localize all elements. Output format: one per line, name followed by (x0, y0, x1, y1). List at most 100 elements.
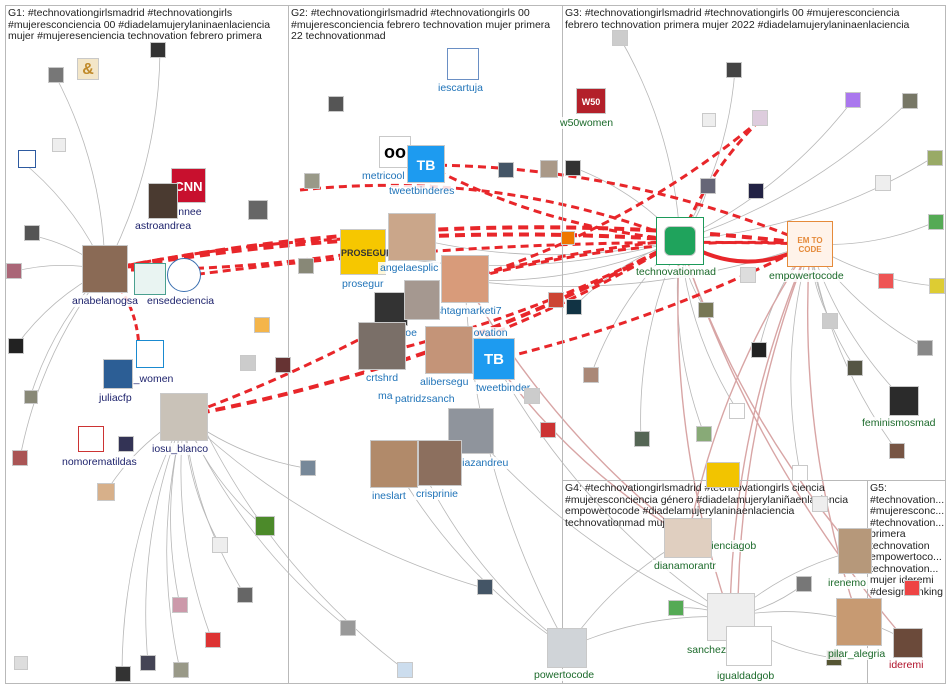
node-small-16[interactable] (237, 587, 253, 603)
node-juliacfp-avatar[interactable] (103, 359, 133, 389)
node-albertoe-photo2[interactable] (404, 280, 440, 320)
node-ensedeciencia-avatar[interactable] (134, 263, 166, 295)
node-small-12[interactable] (248, 200, 268, 220)
node-iescartuja-avatar[interactable] (447, 48, 479, 80)
node-small-19[interactable] (140, 655, 156, 671)
node-small-29[interactable] (298, 258, 314, 274)
node-angelaesplic-avatar[interactable] (388, 213, 436, 261)
node-small-14[interactable] (255, 516, 275, 536)
node-powertocode-avatar[interactable] (547, 628, 587, 668)
node-small-8[interactable] (24, 390, 38, 404)
node-small-44[interactable] (927, 150, 943, 166)
node-anabelanogsa-avatar[interactable] (82, 245, 128, 293)
node-crtshrd-avatar[interactable] (358, 322, 406, 370)
node-small-54[interactable] (698, 302, 714, 318)
node-small-61[interactable] (634, 431, 650, 447)
node-small-31[interactable] (540, 422, 556, 438)
node-small-32[interactable] (524, 388, 540, 404)
node-small-56[interactable] (917, 340, 933, 356)
node-small-48[interactable] (875, 175, 891, 191)
node-small-40[interactable] (845, 92, 861, 108)
node-small-42[interactable] (702, 113, 716, 127)
node-small-52[interactable] (929, 278, 945, 294)
node-un-women-avatar[interactable] (136, 340, 164, 368)
node-small-18[interactable] (205, 632, 221, 648)
node-small-49[interactable] (928, 214, 944, 230)
node-small-15[interactable] (212, 537, 228, 553)
node-small-33[interactable] (477, 579, 493, 595)
node-label-jdiazandreu: jdiazandreu (452, 457, 511, 469)
node-technovationmad-logo (664, 226, 696, 256)
node-iosu-blanco-avatar[interactable] (160, 393, 208, 441)
node-small-36[interactable] (548, 292, 564, 308)
node-w50women-avatar[interactable]: W50 (576, 88, 606, 114)
node-small-51[interactable] (878, 273, 894, 289)
node-small-38[interactable] (612, 30, 628, 46)
node-small-53[interactable] (566, 299, 582, 315)
node-small-35[interactable] (397, 662, 413, 678)
node-ensedeciencia-logo[interactable] (167, 258, 201, 292)
node-small-6[interactable] (6, 263, 22, 279)
node-feminismosmad-avatar[interactable] (889, 386, 919, 416)
node-small-43[interactable] (752, 110, 768, 126)
node-small-64[interactable] (792, 465, 808, 481)
node-small-13[interactable] (254, 317, 270, 333)
node-small-34[interactable] (340, 620, 356, 636)
node-small-39[interactable] (726, 62, 742, 78)
node-small-58[interactable] (583, 367, 599, 383)
node-small-57[interactable] (751, 342, 767, 358)
node-empowertocode-avatar[interactable]: EM TO CODE (787, 221, 833, 267)
node-small-41[interactable] (902, 93, 918, 109)
node-irenemo-avatar[interactable] (838, 528, 872, 574)
node-small-27[interactable] (498, 162, 514, 178)
node-small-10[interactable] (118, 436, 134, 452)
node-small-69[interactable] (812, 496, 828, 512)
node-small-63[interactable] (889, 443, 905, 459)
node-small-11[interactable] (97, 483, 115, 501)
node-small-59[interactable] (847, 360, 863, 376)
node-pilar-alegria-avatar[interactable] (836, 598, 882, 646)
node-small-23[interactable] (275, 357, 291, 373)
node-small-55[interactable] (822, 313, 838, 329)
node-small-9[interactable] (12, 450, 28, 466)
node-nomorematildas-avatar[interactable] (78, 426, 104, 452)
node-small-17[interactable] (172, 597, 188, 613)
node-alibersegu-avatar[interactable] (425, 326, 473, 374)
node-astroandrea-avatar[interactable] (148, 183, 178, 219)
node-small-62[interactable] (696, 426, 712, 442)
node-small-20[interactable] (173, 662, 189, 678)
node-ideremi-avatar[interactable] (893, 628, 923, 658)
node-tweetbinderes-avatar[interactable]: TB (407, 145, 445, 183)
node-hashtagmarketi7-avatar[interactable] (441, 255, 489, 303)
node-small-67[interactable] (796, 576, 812, 592)
node-small-60[interactable] (729, 403, 745, 419)
node-small-1[interactable] (48, 67, 64, 83)
node-small-26[interactable] (304, 173, 320, 189)
node-igualdadgob-avatar[interactable] (726, 626, 772, 666)
node-small-2[interactable] (150, 42, 166, 58)
node-small-28[interactable] (540, 160, 558, 178)
node-small-46[interactable] (700, 178, 716, 194)
node-small-47[interactable] (748, 183, 764, 199)
node-small-37[interactable] (561, 231, 575, 245)
node-small-45[interactable] (565, 160, 581, 176)
node-albertoe-avatar[interactable] (374, 292, 408, 326)
node-small-7[interactable] (8, 338, 24, 354)
node-amp-avatar[interactable]: & (77, 58, 99, 80)
node-small-50[interactable] (740, 267, 756, 283)
node-ineslart-avatar[interactable] (370, 440, 418, 488)
node-small-70[interactable] (904, 580, 920, 596)
node-small-30[interactable] (300, 460, 316, 476)
node-small-5[interactable] (24, 225, 40, 241)
node-tweetbinder-avatar[interactable]: TB (473, 338, 515, 380)
node-small-21[interactable] (115, 666, 131, 682)
node-small-3[interactable] (18, 150, 36, 168)
node-small-25[interactable] (328, 96, 344, 112)
node-small-4[interactable] (52, 138, 66, 152)
node-small-65[interactable] (706, 462, 740, 488)
node-dianamorantr-avatar[interactable] (664, 518, 712, 558)
node-small-66[interactable] (668, 600, 684, 616)
node-small-22[interactable] (14, 656, 28, 670)
node-small-24[interactable] (240, 355, 256, 371)
node-crisprinie-avatar[interactable] (418, 440, 462, 486)
